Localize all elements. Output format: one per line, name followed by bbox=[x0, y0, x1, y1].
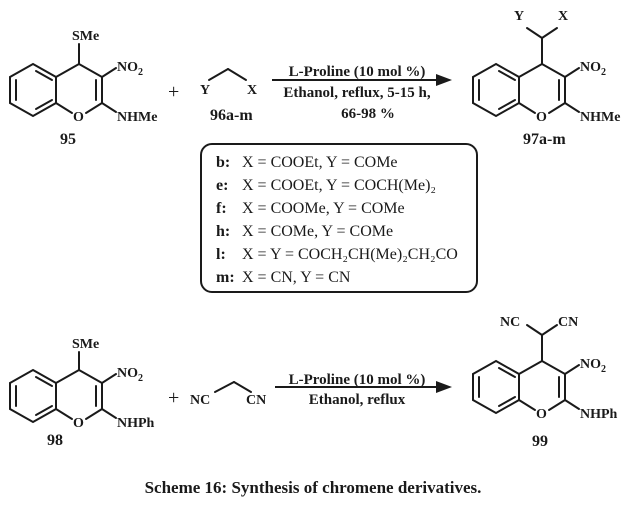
compound-97-id: 97a-m bbox=[523, 131, 566, 148]
legend-key: m: bbox=[216, 269, 235, 286]
condition-solvent-2: Ethanol, reflux bbox=[309, 392, 406, 408]
product-nc-label: NC bbox=[500, 315, 520, 330]
ring-oxygen-label: O bbox=[73, 110, 84, 125]
legend-key: f: bbox=[216, 200, 227, 217]
legend-text: X = COOEt, Y = COMe bbox=[242, 154, 398, 171]
legend-row: f: X = COOMe, Y = COMe bbox=[216, 197, 476, 220]
malononitrile-cn-label: CN bbox=[246, 393, 266, 408]
legend-row: m: X = CN, Y = CN bbox=[216, 266, 476, 289]
product-nitro-label: NO2 bbox=[580, 60, 606, 78]
compound-96-structure bbox=[208, 68, 247, 81]
legend-row: h: X = COMe, Y = COMe bbox=[216, 220, 476, 243]
product-nitro-label-2: NO2 bbox=[580, 357, 606, 375]
ring-oxygen-label-2: O bbox=[73, 416, 84, 431]
condition-catalyst-2: L-Proline (10 mol %) bbox=[289, 372, 426, 388]
legend-row: l: X = Y = COCH₂CH(Me)₂CH₂CO bbox=[216, 243, 476, 266]
reaction-arrow-2 bbox=[275, 381, 452, 393]
product-ring-oxygen-label-2: O bbox=[536, 407, 547, 422]
plus-sign-2: + bbox=[168, 387, 179, 409]
condition-yield: 66-98 % bbox=[341, 106, 395, 122]
legend-key: b: bbox=[216, 154, 231, 171]
legend-text: X = COOMe, Y = COMe bbox=[242, 200, 405, 217]
nitro-label-2: NO2 bbox=[117, 366, 143, 384]
sme-label-2: SMe bbox=[72, 337, 99, 352]
x-label: X bbox=[247, 83, 257, 98]
product-ring-oxygen-label: O bbox=[536, 110, 547, 125]
compound-96-id: 96a-m bbox=[210, 107, 253, 124]
legend-key: l: bbox=[216, 246, 226, 263]
legend-key: e: bbox=[216, 177, 229, 194]
legend-row: e: X = COOEt, Y = COCH(Me)₂ bbox=[216, 174, 476, 197]
product-x-label: X bbox=[558, 9, 568, 24]
compound-98-id: 98 bbox=[47, 432, 63, 449]
nhph-label: NHPh bbox=[117, 416, 155, 431]
scheme-caption: Scheme 16: Synthesis of chromene derivat… bbox=[144, 478, 482, 497]
legend-key: h: bbox=[216, 223, 231, 240]
product-y-label: Y bbox=[514, 9, 524, 24]
condition-solvent: Ethanol, reflux, 5-15 h, bbox=[283, 85, 430, 101]
legend-text: X = Y = COCH₂CH(Me)₂CH₂CO bbox=[242, 246, 458, 263]
legend-text: X = CN, Y = CN bbox=[242, 269, 351, 286]
y-label: Y bbox=[200, 83, 210, 98]
sme-label: SMe bbox=[72, 29, 99, 44]
condition-catalyst: L-Proline (10 mol %) bbox=[289, 64, 426, 80]
legend-row: b: X = COOEt, Y = COMe bbox=[216, 151, 476, 174]
compound-99-id: 99 bbox=[532, 433, 548, 450]
malononitrile-structure bbox=[214, 381, 252, 393]
legend-text: X = COOEt, Y = COCH(Me)₂ bbox=[242, 177, 436, 194]
compound-98-structure bbox=[9, 351, 117, 424]
compound-95-structure bbox=[9, 43, 117, 118]
legend-text: X = COMe, Y = COMe bbox=[242, 223, 394, 240]
plus-sign-1: + bbox=[168, 81, 179, 103]
nitro-label: NO2 bbox=[117, 60, 143, 78]
substituent-legend: b: X = COOEt, Y = COMe e: X = COOEt, Y = C… bbox=[200, 143, 478, 293]
nhme-label: NHMe bbox=[117, 110, 157, 125]
compound-99-structure bbox=[472, 324, 580, 415]
malononitrile-nc-label: NC bbox=[190, 393, 210, 408]
product-nhme-label: NHMe bbox=[580, 110, 620, 125]
compound-95-id: 95 bbox=[60, 131, 76, 148]
product-cn-label: CN bbox=[558, 315, 578, 330]
product-nhph-label: NHPh bbox=[580, 407, 618, 422]
reaction-arrow-1 bbox=[272, 74, 452, 86]
compound-97-structure bbox=[472, 27, 580, 118]
